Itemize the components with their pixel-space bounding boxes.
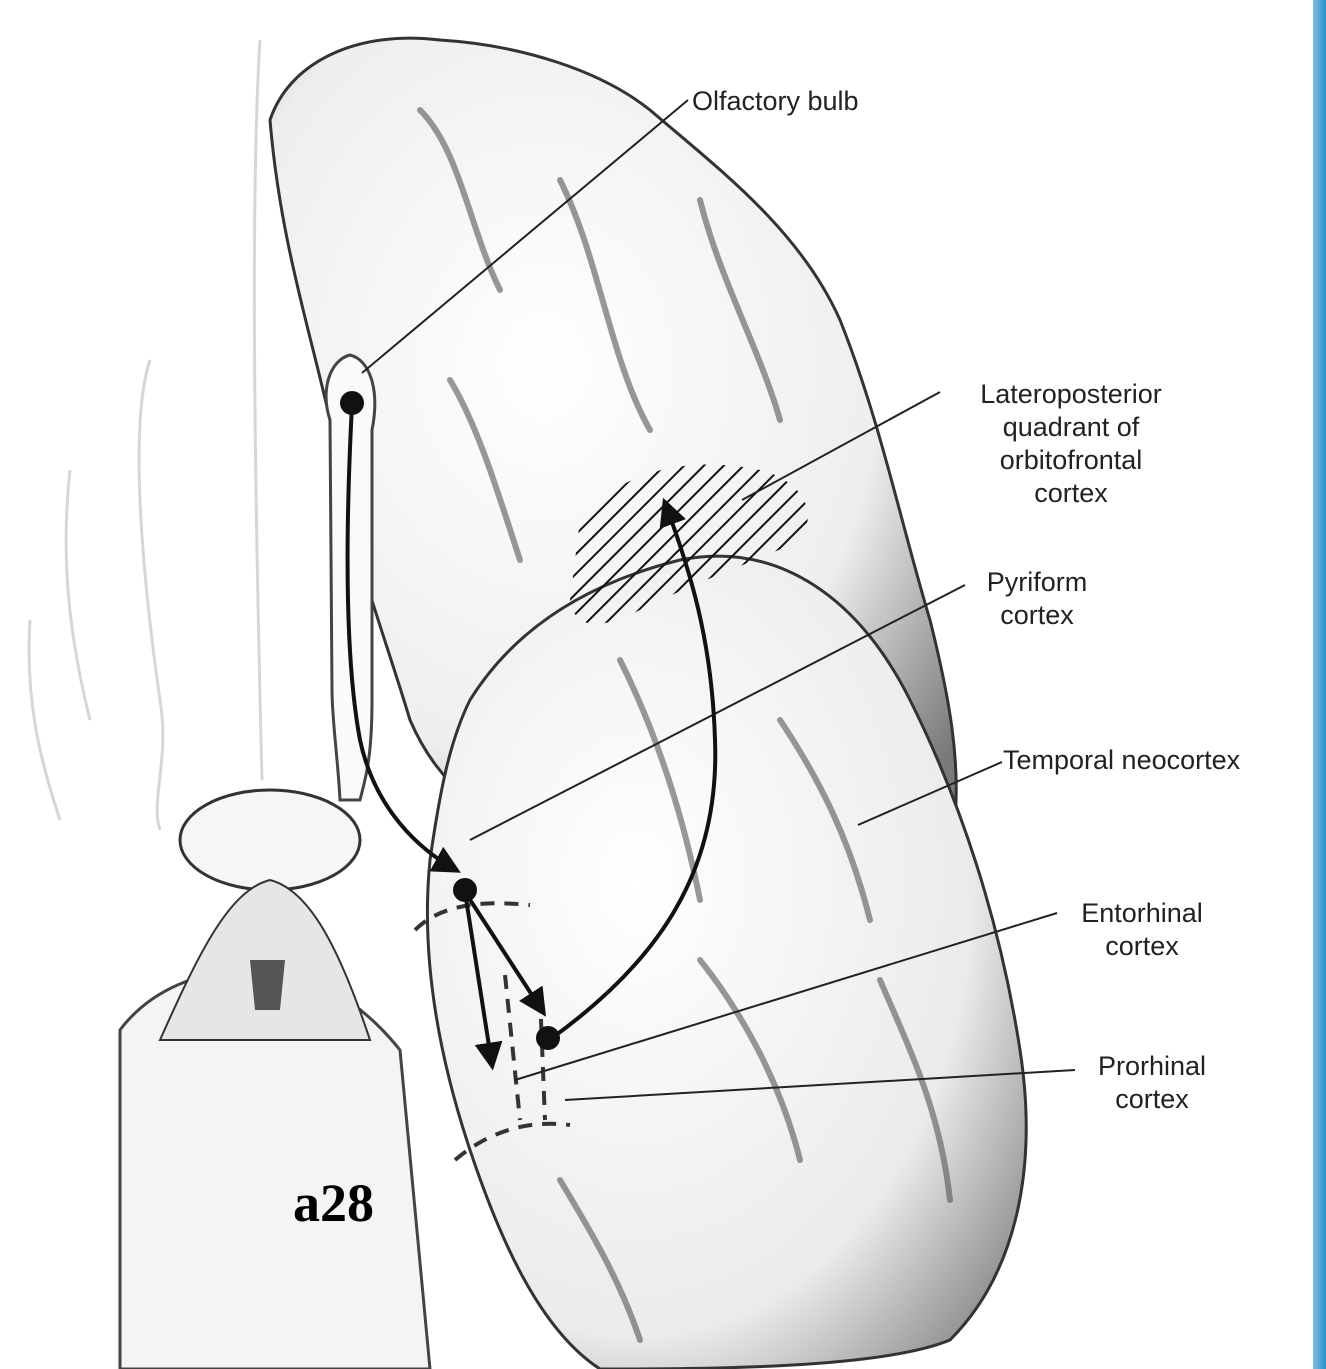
- entorhinal-node: [536, 1026, 560, 1050]
- figure-id: a28: [293, 1172, 374, 1234]
- brainstem: [120, 790, 430, 1369]
- label-lateroposterior: Lateroposterior quadrant of orbitofronta…: [936, 378, 1206, 510]
- olfactory-bulb-node: [340, 391, 364, 415]
- label-temporal-neocortex: Temporal neocortex: [1003, 744, 1240, 777]
- label-entorhinal: Entorhinal cortex: [1052, 897, 1232, 963]
- pyriform-node: [453, 878, 477, 902]
- label-olfactory-bulb: Olfactory bulb: [692, 85, 859, 118]
- label-prorhinal: Prorhinal cortex: [1072, 1050, 1232, 1116]
- accent-side-bar: [1313, 0, 1326, 1369]
- label-pyriform: Pyriform cortex: [962, 566, 1112, 632]
- contralateral-outline: [29, 40, 262, 830]
